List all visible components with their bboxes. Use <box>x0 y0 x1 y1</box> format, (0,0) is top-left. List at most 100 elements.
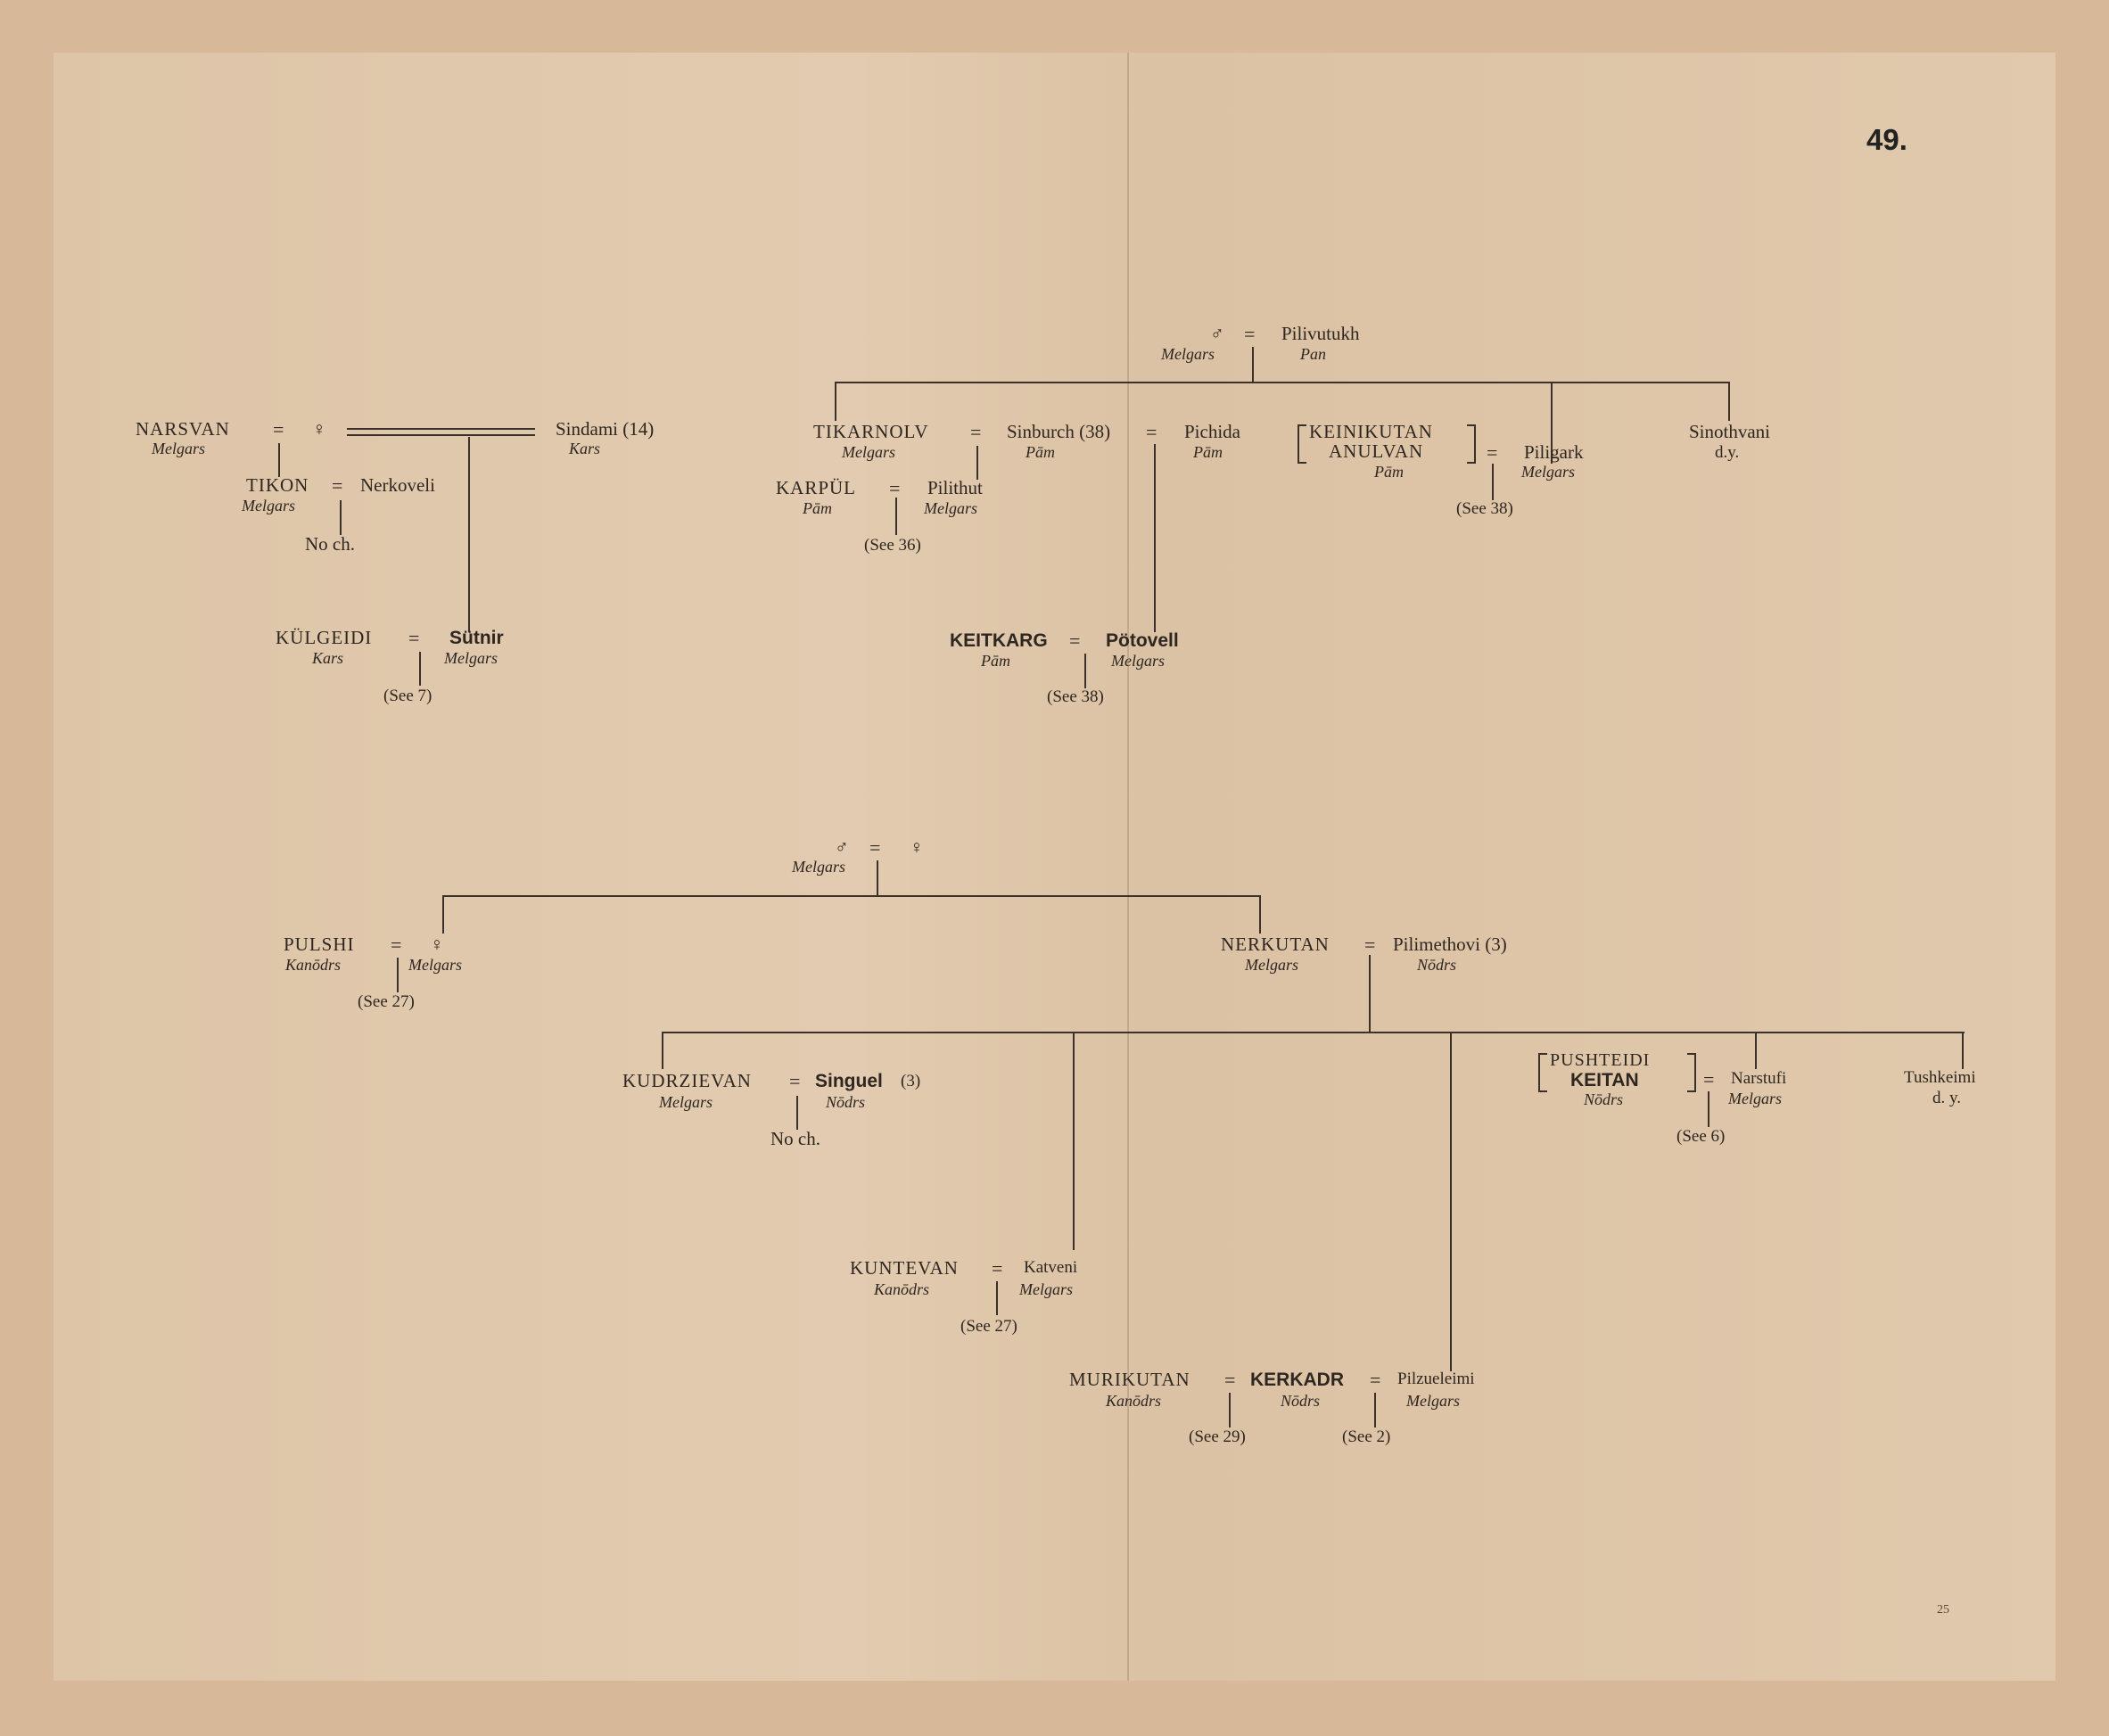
clan-label: Melgars <box>659 1093 713 1111</box>
cross-reference: (See 29) <box>1189 1427 1246 1446</box>
clan-label: Melgars <box>1019 1280 1073 1298</box>
note: No ch. <box>770 1128 820 1149</box>
person-name-alt: KEITAN <box>1570 1070 1639 1090</box>
clan-label: Melgars <box>842 443 895 461</box>
clan-label: Kanōdrs <box>285 956 342 974</box>
descent-line <box>877 860 878 895</box>
clan-label: Melgars <box>924 499 977 517</box>
descent-line <box>796 1096 798 1130</box>
descent-line <box>976 446 978 480</box>
marriage-sign: = <box>1487 441 1498 464</box>
clan-label: Melgars <box>1245 956 1298 974</box>
descent-line <box>419 652 421 686</box>
cross-reference: (See 27) <box>960 1317 1017 1336</box>
marriage-sign: = <box>869 836 881 859</box>
clan-label: Kanōdrs <box>1106 1392 1162 1410</box>
person-name: MURIKUTAN <box>1069 1369 1190 1390</box>
person-name: KERKADR <box>1250 1370 1344 1390</box>
descent-line <box>1154 444 1156 632</box>
marriage-sign: = <box>970 421 982 443</box>
sibling-line <box>442 895 1261 897</box>
descent-line <box>1728 382 1730 421</box>
marriage-sign: = <box>408 627 420 649</box>
marriage-sign: = <box>1703 1068 1715 1090</box>
person-name: Sütnir <box>449 628 504 648</box>
descent-line <box>1084 654 1086 688</box>
cross-reference: (See 6) <box>1676 1127 1726 1146</box>
cross-reference: (See 2) <box>1342 1427 1391 1446</box>
person-name: Tushkeimi <box>1904 1068 1976 1087</box>
marriage-sign: = <box>1069 629 1081 652</box>
clan-label: Melgars <box>444 649 498 667</box>
clan-label: Kars <box>312 649 344 667</box>
cross-reference: (See 36) <box>864 536 921 555</box>
person-name: Pilithut <box>927 477 983 498</box>
person-name: Sinothvani <box>1689 421 1771 442</box>
clan-label: Melgars <box>1521 463 1575 481</box>
descent-line <box>1374 1393 1376 1427</box>
female-symbol: ♀ <box>430 934 444 955</box>
marriage-sign: = <box>1364 934 1376 956</box>
person-name: NERKUTAN <box>1221 934 1330 955</box>
clan-label: Melgars <box>242 497 295 514</box>
person-name: PULSHI <box>284 934 355 955</box>
descent-line <box>835 382 836 421</box>
descent-line <box>1252 347 1254 382</box>
marriage-sign: = <box>889 477 901 499</box>
descent-line <box>662 1032 663 1069</box>
clan-label: Pan <box>1300 345 1326 363</box>
clan-label: Nōdrs <box>1584 1090 1624 1108</box>
clan-label: Melgars <box>1111 652 1165 670</box>
female-symbol: ♀ <box>312 418 326 440</box>
person-name: KUNTEVAN <box>850 1257 959 1279</box>
note: No ch. <box>305 533 355 555</box>
person-name: Nerkoveli <box>360 474 435 496</box>
person-name: Katveni <box>1024 1258 1078 1277</box>
marriage-sign: = <box>273 418 284 440</box>
clan-label: Nōdrs <box>1281 1392 1321 1410</box>
descent-line <box>1259 895 1261 934</box>
clan-label: Pām <box>1374 463 1404 481</box>
clan-label: Kanōdrs <box>874 1280 930 1298</box>
note: d. y. <box>1932 1089 1962 1107</box>
descent-line <box>468 437 470 632</box>
clan-label: Melgars <box>1406 1392 1460 1410</box>
descent-line <box>1073 1032 1075 1250</box>
descent-line <box>1492 464 1494 500</box>
clan-label: Melgars <box>1161 345 1215 363</box>
marriage-sign: = <box>332 474 343 497</box>
descent-line <box>1229 1393 1231 1427</box>
document-page <box>54 53 2055 1681</box>
descent-line <box>895 498 897 535</box>
person-name: Piligark <box>1524 441 1584 463</box>
female-symbol: ♀ <box>910 836 924 858</box>
person-name: Narstufi <box>1731 1069 1787 1088</box>
sibling-line <box>835 382 1730 383</box>
person-name: Pötovell <box>1106 630 1179 651</box>
person-name: Pilimethovi (3) <box>1393 934 1507 955</box>
marriage-sign: = <box>1224 1369 1236 1391</box>
cross-reference: (See 38) <box>1047 687 1104 706</box>
double-line <box>347 428 535 430</box>
cross-reference: (See 38) <box>1456 499 1513 518</box>
descent-line <box>1755 1032 1757 1069</box>
person-name: KARPÜL <box>776 477 857 498</box>
page-fold <box>1127 53 1129 1681</box>
marriage-sign: = <box>1370 1369 1381 1391</box>
person-name-alt: ANULVAN <box>1329 440 1424 462</box>
clan-label: Kars <box>569 440 601 457</box>
clan-label: Pām <box>981 652 1010 670</box>
sibling-line <box>662 1032 1965 1033</box>
person-name: NARSVAN <box>136 418 230 440</box>
marriage-sign: = <box>992 1257 1003 1279</box>
person-name: Sinburch (38) <box>1007 421 1111 442</box>
descent-line <box>340 500 342 535</box>
clan-label: Pām <box>803 499 832 517</box>
person-name: KUDRZIEVAN <box>622 1070 752 1091</box>
person-name: Pilzueleimi <box>1397 1370 1475 1388</box>
plate-number: 49. <box>1866 123 1907 156</box>
page-footer: 25 <box>1937 1603 1949 1617</box>
person-name: Pilivutukh <box>1281 323 1360 344</box>
marriage-sign: = <box>1146 421 1157 443</box>
marriage-sign: = <box>1244 323 1256 345</box>
